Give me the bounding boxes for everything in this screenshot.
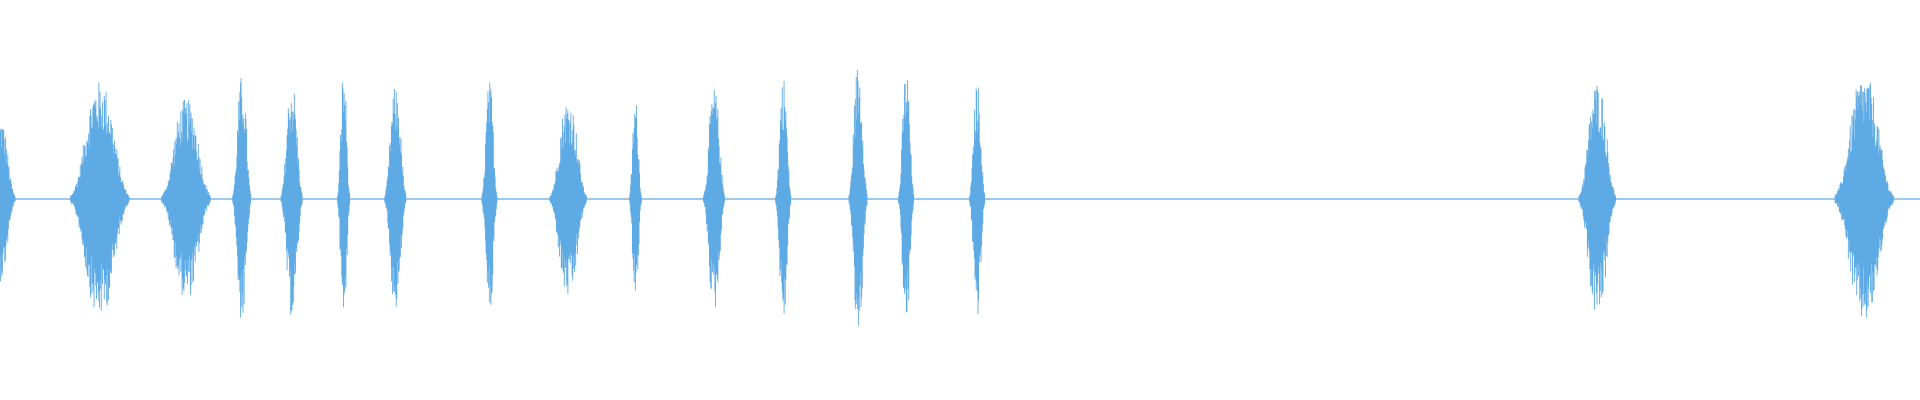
waveform-burst — [628, 105, 642, 291]
waveform-burst — [280, 93, 303, 315]
waveform-burst — [703, 89, 725, 307]
waveform-burst — [848, 70, 868, 326]
waveform-burst — [1578, 85, 1617, 310]
waveform-burst — [70, 82, 130, 311]
waveform-burst — [1834, 82, 1894, 318]
waveform-burst — [549, 107, 587, 295]
waveform-burst — [0, 128, 16, 282]
waveform-burst — [232, 77, 252, 318]
waveform-burst — [337, 83, 350, 308]
waveform-burst — [384, 88, 407, 307]
waveform-burst — [161, 99, 211, 296]
waveform-bursts — [0, 70, 1894, 326]
waveform-burst — [898, 80, 915, 313]
waveform-burst — [969, 87, 986, 314]
waveform-burst — [481, 82, 498, 305]
waveform-burst — [775, 80, 792, 314]
